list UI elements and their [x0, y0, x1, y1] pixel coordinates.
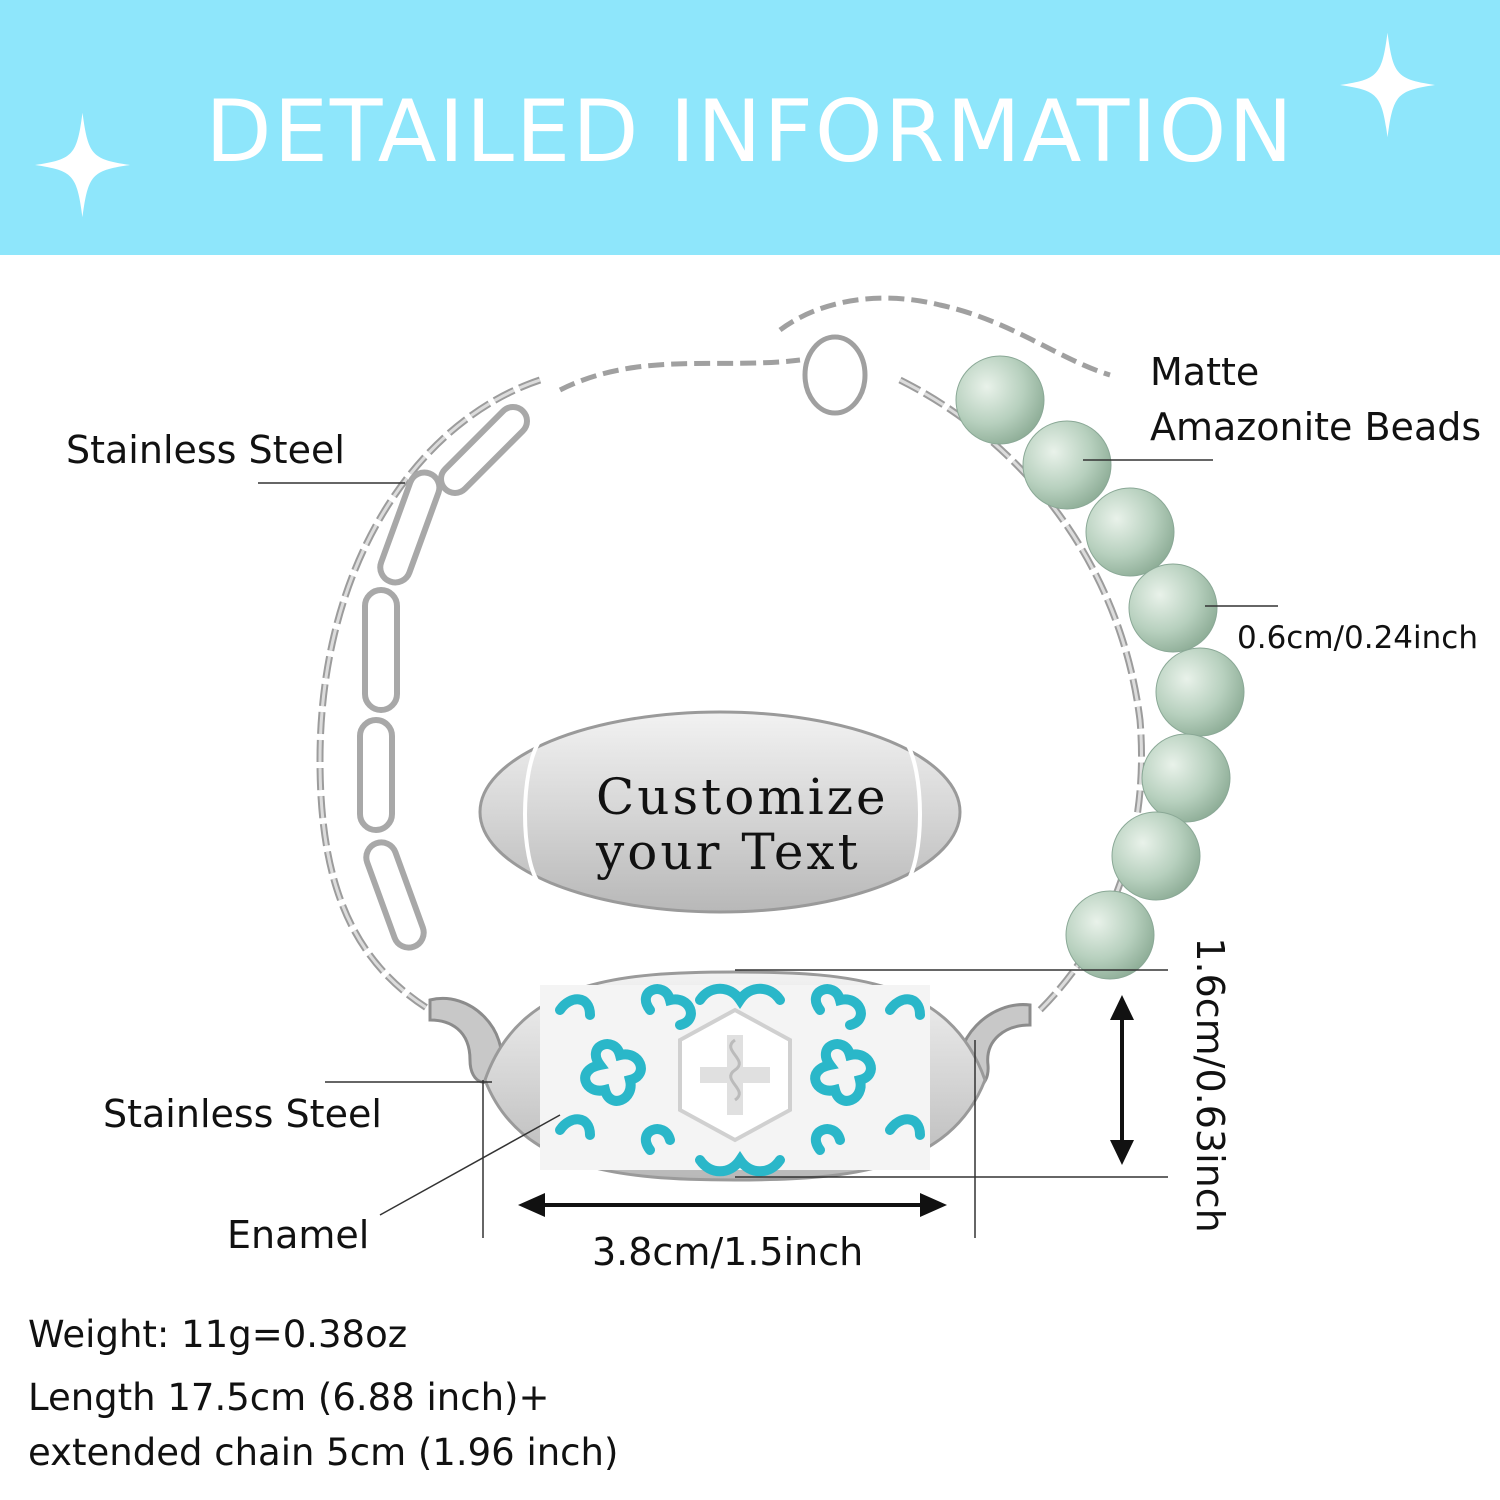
- bead-size-label: 0.6cm/0.24inch: [1237, 620, 1478, 656]
- tag-text-line2: your Text: [596, 823, 861, 881]
- weight-spec: Weight: 11g=0.38oz: [28, 1313, 408, 1356]
- sparkle-icon: [35, 112, 130, 218]
- tag-text-line1: Customize: [596, 768, 889, 826]
- double-arrow-icon: [1110, 995, 1134, 1165]
- paperclip-chain: [357, 404, 530, 951]
- sparkle-icon: [1340, 32, 1435, 138]
- left-chain: [316, 376, 542, 1013]
- tag-height-label: 1.6cm/0.63inch: [1188, 937, 1232, 1233]
- engraving-tag: [478, 710, 962, 914]
- length-spec: Length 17.5cm (6.88 inch)+: [28, 1376, 550, 1419]
- enamel-label: Enamel: [227, 1213, 370, 1257]
- tag-material-label: Stainless Steel: [103, 1092, 382, 1136]
- header-banner: DETAILED INFORMATION: [0, 0, 1500, 255]
- banner-title: DETAILED INFORMATION: [205, 82, 1295, 182]
- double-arrow-icon: [518, 1193, 947, 1217]
- tag-width-label: 3.8cm/1.5inch: [592, 1230, 864, 1274]
- extension-spec: extended chain 5cm (1.96 inch): [28, 1431, 619, 1474]
- callout-lines: [258, 459, 1278, 1238]
- amazonite-beads: [955, 355, 1245, 980]
- medical-tag: [483, 970, 987, 1182]
- beads-label-line1: Matte: [1150, 350, 1260, 394]
- beads-label-line2: Amazonite Beads: [1150, 405, 1482, 449]
- chain-material-label: Stainless Steel: [66, 428, 345, 472]
- medical-alert-icon: [678, 1007, 792, 1143]
- extension-chain: [558, 295, 1111, 416]
